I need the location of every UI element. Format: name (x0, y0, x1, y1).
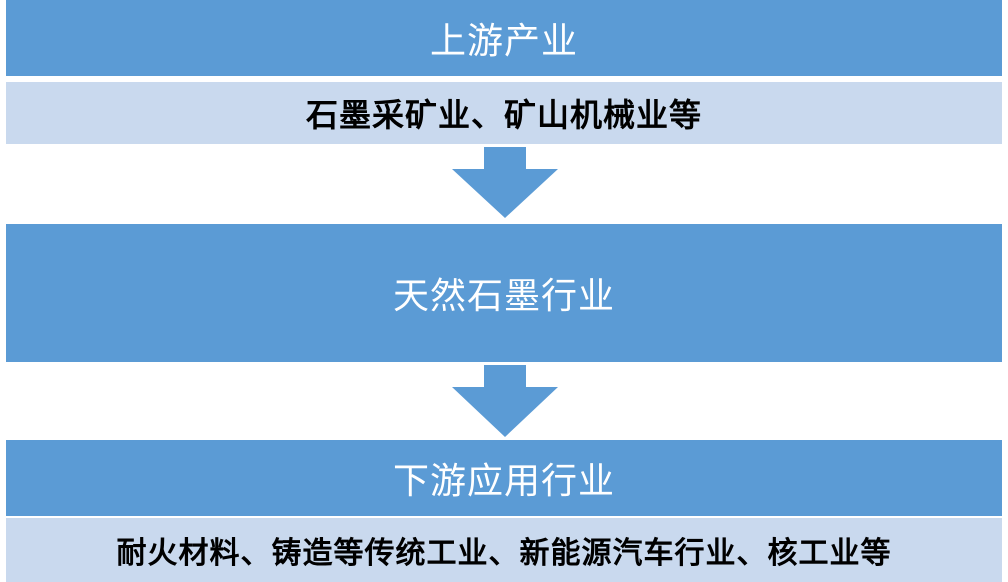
upstream-detail-text: 石墨采矿业、矿山机械业等 (305, 96, 702, 134)
upstream-header-box: 上游产业 (6, 0, 1002, 76)
down-arrow-1 (452, 147, 558, 218)
downstream-detail-box: 耐火材料、铸造等传统工业、新能源汽车行业、核工业等 (6, 518, 1002, 582)
middle-header-box: 天然石墨行业 (6, 224, 1002, 362)
upstream-detail-box: 石墨采矿业、矿山机械业等 (6, 82, 1002, 144)
middle-title: 天然石墨行业 (392, 276, 615, 317)
down-arrow-2 (452, 365, 558, 437)
upstream-title: 上游产业 (429, 21, 578, 62)
downstream-header-box: 下游应用行业 (6, 440, 1002, 516)
downstream-detail-text: 耐火材料、铸造等传统工业、新能源汽车行业、核工业等 (116, 536, 892, 571)
downstream-title: 下游应用行业 (392, 461, 615, 502)
